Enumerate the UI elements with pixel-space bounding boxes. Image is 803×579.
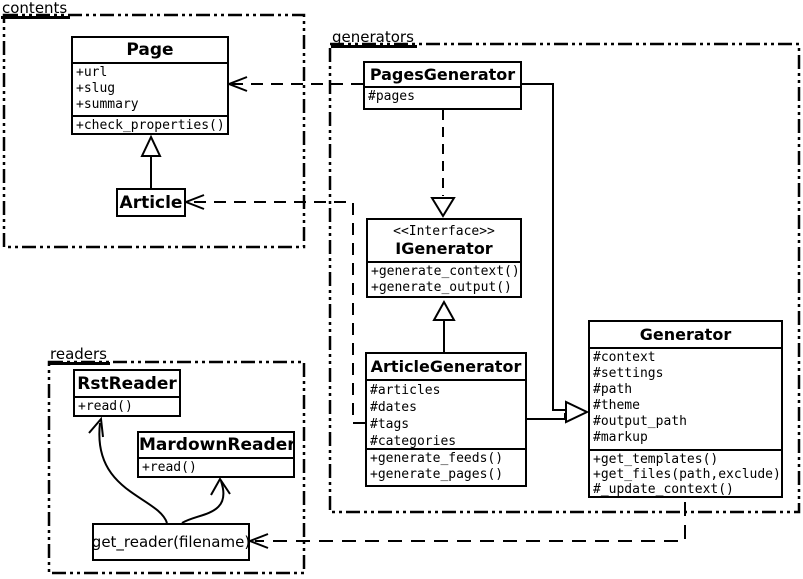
generator-attr-theme: #theme: [593, 398, 640, 413]
class-page: Page +url +slug +summary +check_properti…: [71, 36, 229, 135]
articlegenerator-method-generate-pages: +generate_pages(): [370, 467, 504, 482]
page-method-check-properties: +check_properties(): [76, 118, 225, 133]
class-generator: Generator #context #settings #path #them…: [588, 320, 783, 498]
generator-attr-output-path: #output_path: [593, 414, 687, 429]
articlegenerator-method-generate-feeds: +generate_feeds(): [370, 451, 504, 466]
igenerator-stereotype: <<Interface>>: [393, 223, 495, 239]
class-rstreader: RstReader +read(): [73, 369, 181, 417]
class-articlegenerator-methods: +generate_feeds() +generate_pages(): [367, 448, 525, 485]
inheritance-pagesgenerator-generator: [522, 83, 566, 411]
dependency-generator-getreader: [255, 502, 686, 542]
curve-getreader-rstreader: [98, 422, 168, 524]
class-page-title: Page: [126, 40, 174, 60]
class-pagesgenerator-attributes: #pages: [365, 86, 520, 108]
pagesgenerator-attr-pages: #pages: [368, 89, 415, 104]
package-contents-label: contents: [1, 1, 71, 19]
get-reader-label: get_reader(filename): [91, 533, 251, 551]
class-generator-methods: +get_templates() +get_files(path,exclude…: [590, 449, 781, 497]
class-igenerator-title: <<Interface>> IGenerator: [368, 220, 520, 261]
class-rstreader-methods: +read(): [75, 396, 179, 415]
class-pagesgenerator-title: PagesGenerator: [369, 65, 516, 84]
open-arrowhead-markdownreader: [210, 477, 231, 496]
curve-getreader-markdownreader: [181, 480, 225, 524]
class-markdownreader-title: MardownReader: [139, 435, 295, 455]
articlegenerator-attr-categories: #categories: [370, 434, 457, 449]
page-attr-slug: +slug: [76, 81, 116, 96]
class-article-title: Article: [119, 192, 183, 213]
hollow-triangle-igenerator-top: [430, 197, 456, 218]
inheritance-articlegenerator-generator: [527, 413, 566, 420]
page-attr-summary: +summary: [76, 97, 139, 112]
dependency-articlegenerator-article: [189, 201, 365, 424]
open-arrowhead-getreader: [247, 533, 269, 549]
package-readers-label: readers: [49, 347, 110, 365]
generator-method-get-templates: +get_templates(): [593, 452, 719, 467]
articlegenerator-attr-dates: #dates: [370, 400, 417, 415]
package-generators-label: generators: [331, 30, 417, 48]
page-attr-url: +url: [76, 65, 108, 80]
generator-attr-path: #path: [593, 382, 633, 397]
articlegenerator-attr-tags: #tags: [370, 417, 410, 432]
class-rstreader-title: RstReader: [77, 373, 177, 394]
class-generator-title: Generator: [639, 325, 732, 344]
class-page-attributes: +url +slug +summary: [73, 62, 227, 115]
class-pagesgenerator: PagesGenerator #pages: [363, 61, 522, 110]
package-generators-border: [328, 42, 801, 514]
class-markdownreader: MardownReader +read(): [137, 431, 295, 478]
class-articlegenerator: ArticleGenerator #articles #dates #tags …: [365, 352, 527, 487]
articlegenerator-attr-articles: #articles: [370, 383, 441, 398]
generator-method-update-context: #_update_context(): [593, 482, 734, 497]
hollow-triangle-page-bottom: [140, 134, 162, 157]
igenerator-method-generate-context: +generate_context(): [371, 264, 520, 279]
open-arrowhead-article: [183, 194, 205, 210]
get-reader-node: get_reader(filename): [92, 523, 250, 561]
class-article: Article: [116, 188, 186, 217]
open-arrowhead-rstreader: [88, 416, 104, 438]
class-articlegenerator-title: ArticleGenerator: [370, 357, 522, 376]
generator-attr-settings: #settings: [593, 366, 664, 381]
package-contents-border: [2, 13, 306, 249]
class-page-methods: +check_properties(): [73, 115, 227, 133]
igenerator-method-generate-output: +generate_output(): [371, 280, 512, 295]
markdownreader-method-read: +read(): [142, 460, 197, 475]
package-readers-border: [47, 360, 306, 575]
class-articlegenerator-attributes: #articles #dates #tags #categories: [367, 379, 525, 449]
generator-method-get-files: +get_files(path,exclude): [593, 467, 781, 482]
class-igenerator-methods: +generate_context() +generate_output(): [368, 261, 520, 296]
rstreader-method-read: +read(): [78, 399, 133, 414]
generator-attr-context: #context: [593, 350, 656, 365]
class-markdownreader-methods: +read(): [139, 457, 293, 476]
igenerator-name: IGenerator: [395, 238, 493, 258]
hollow-triangle-generator-left: [565, 400, 590, 424]
class-igenerator: <<Interface>> IGenerator +generate_conte…: [366, 218, 522, 298]
class-generator-attributes: #context #settings #path #theme #output_…: [590, 347, 781, 449]
hollow-triangle-igenerator-bottom: [432, 299, 456, 321]
open-arrowhead-page: [226, 76, 248, 92]
generator-attr-markup: #markup: [593, 430, 648, 445]
